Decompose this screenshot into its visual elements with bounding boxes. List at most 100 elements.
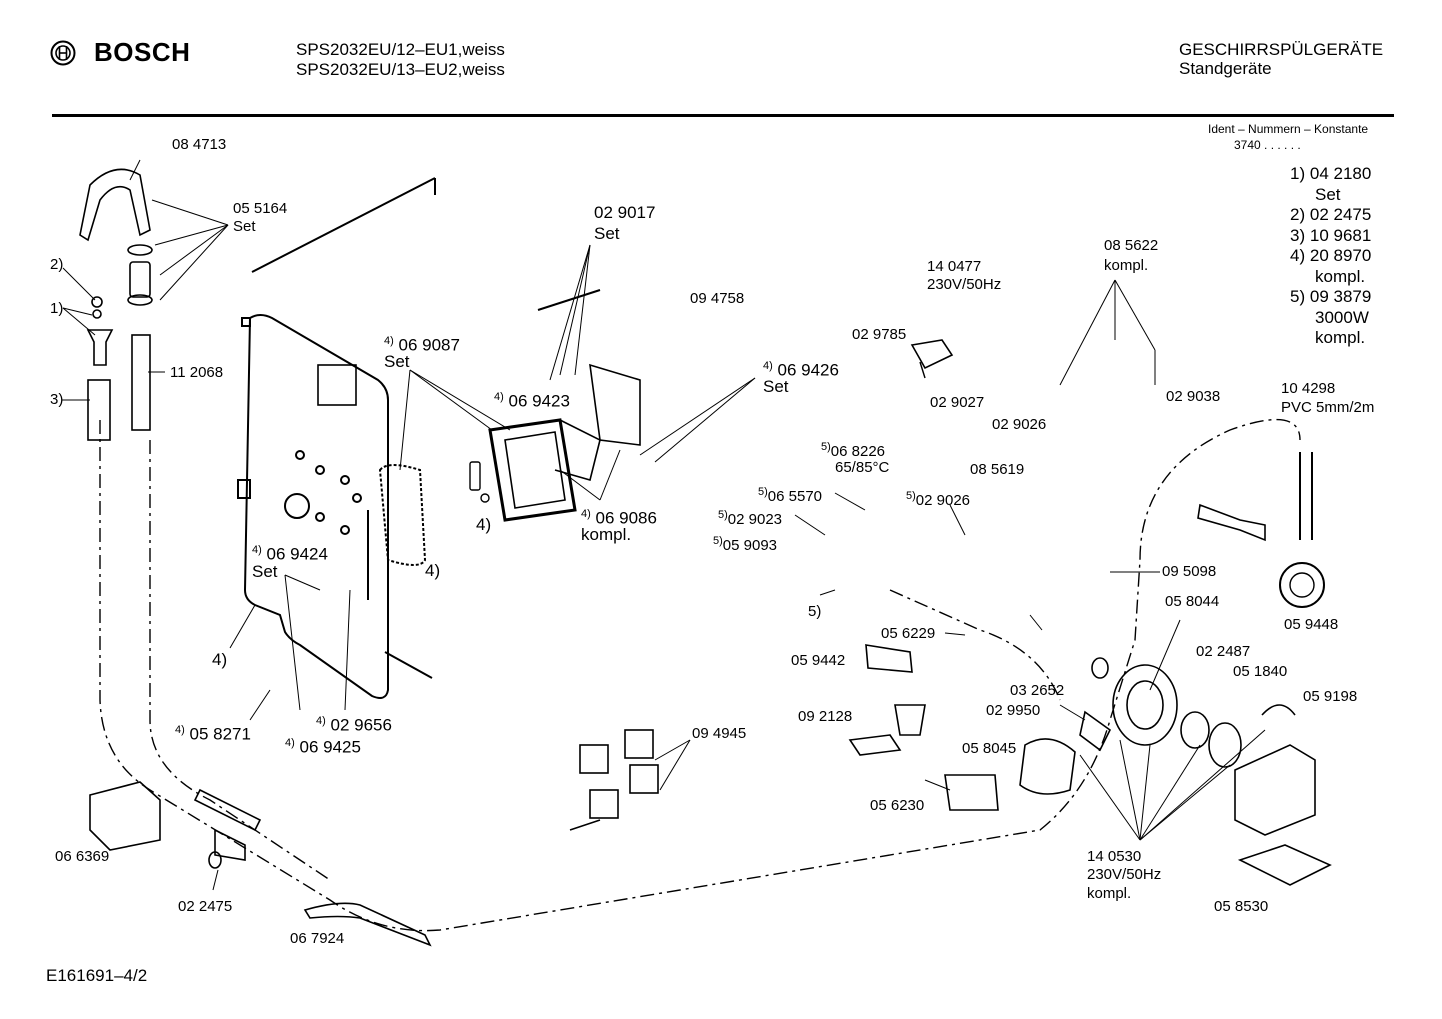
part-label-note: PVC 5mm/2m [1281, 399, 1375, 416]
part-label: 10 4298 [1281, 380, 1336, 397]
footnote-marker: 4) [476, 515, 492, 534]
part-label: 05 8045 [962, 740, 1017, 757]
legend-entry: 1) 04 2180 [1290, 164, 1372, 183]
part-label: 08 5619 [970, 461, 1025, 478]
brand-name: BOSCH [94, 37, 191, 67]
model-line-2: SPS2032EU/13–EU2,weiss [296, 60, 505, 79]
part-label: 02 9950 [986, 702, 1041, 719]
pump-housing [1019, 657, 1242, 795]
legend-entry: 4) 20 8970 [1290, 246, 1372, 265]
part-label: 05 6229 [881, 625, 936, 642]
footnote-marker: 1) [50, 300, 64, 317]
drawing-code: E161691–4/2 [46, 966, 148, 985]
part-label-note: Set [594, 224, 620, 243]
left-parts [79, 168, 153, 441]
part-label: 4) 06 9423 [494, 391, 570, 411]
motor [1234, 704, 1332, 886]
part-label-note: kompl. [1087, 885, 1132, 902]
part-label: 5)06 5570 [758, 486, 823, 505]
subcategory-title: Standgeräte [1179, 59, 1272, 78]
footnote-marker: 2) [50, 256, 64, 273]
part-label: 5)02 9026 [906, 490, 971, 509]
part-label: 02 9017 [594, 203, 656, 222]
ident-value: 3740 . . . . . . [1234, 138, 1301, 152]
sump-route-line [889, 589, 1061, 701]
part-label: 08 5622 [1104, 237, 1159, 254]
part-label: 02 9026 [992, 416, 1047, 433]
part-label-note: Set [233, 218, 256, 235]
part-label-note: Set [252, 562, 278, 581]
part-label: 5)02 9023 [718, 509, 783, 528]
footnote-legend: 1) 04 2180 Set 2) 02 2475 3) 10 9681 4) … [1290, 164, 1371, 349]
ident-title: Ident – Nummern – Konstante [1208, 122, 1369, 136]
header-divider [52, 114, 1394, 117]
level-switch [1197, 452, 1325, 608]
part-label: 02 2487 [1196, 643, 1251, 660]
part-label: 5)05 9093 [713, 535, 778, 554]
part-label-note: 230V/50Hz [927, 276, 1002, 293]
part-label: 09 2128 [798, 708, 853, 725]
legend-entry-line: Set [1315, 184, 1341, 204]
bosch-logo: BOSCH [50, 37, 190, 68]
part-label: 03 2652 [1010, 682, 1065, 699]
part-label: 4) 06 9086 [581, 508, 657, 528]
seal-frame [469, 363, 641, 522]
part-label: 02 9785 [852, 326, 907, 343]
part-label: 09 4945 [692, 725, 747, 742]
part-label: 05 8044 [1165, 593, 1220, 610]
model-line-1: SPS2032EU/12–EU1,weiss [296, 40, 505, 59]
part-label: 06 6369 [55, 848, 110, 865]
part-label: 05 6230 [870, 797, 925, 814]
part-label: 05 9442 [791, 652, 846, 669]
category-title: GESCHIRRSPÜLGERÄTE [1179, 40, 1384, 59]
part-label: 4) 06 9087 [384, 335, 460, 355]
part-label: 05 5164 [233, 200, 288, 217]
part-label: 4) 06 9425 [285, 737, 361, 757]
drain-pump [848, 644, 999, 811]
inlet-valve [89, 781, 432, 947]
part-label-note: 230V/50Hz [1087, 866, 1162, 883]
part-label: 4) 05 8271 [175, 724, 251, 744]
legend-entry-line: kompl. [1315, 328, 1366, 347]
hose-route-line-2 [149, 440, 331, 881]
part-label: 05 9198 [1303, 688, 1358, 705]
footnote-marker: 4) [425, 561, 441, 580]
part-label: 11 2068 [170, 364, 224, 381]
part-label-note: kompl. [1104, 257, 1149, 274]
part-label: 08 4713 [172, 136, 227, 153]
part-label: 05 1840 [1233, 663, 1288, 680]
part-label: 14 0477 [927, 258, 982, 275]
part-label: 02 9038 [1166, 388, 1221, 405]
legend-entry-line: 3000W [1315, 307, 1369, 327]
part-label: 14 0530 [1087, 848, 1142, 865]
part-label: 09 4758 [690, 290, 745, 307]
part-label-note: Set [384, 352, 410, 371]
connectors [569, 729, 659, 831]
footnote-marker: 4) [212, 650, 228, 669]
tub-outline [251, 177, 601, 679]
pressure-switch-small [910, 339, 954, 379]
part-label: 4) 06 9426 [763, 360, 839, 380]
part-label: 4) 02 9656 [316, 715, 392, 735]
part-label: 06 7924 [290, 930, 345, 947]
leader-lines [62, 159, 1266, 891]
part-label: 02 9027 [930, 394, 985, 411]
bosch-armature-icon [50, 40, 76, 65]
legend-entry: 5) 09 3879 [1290, 287, 1372, 306]
part-label: 02 2475 [178, 898, 233, 915]
part-label-note: 65/85°C [835, 459, 890, 476]
footnote-marker: 5) [808, 603, 822, 620]
footnote-marker: 3) [50, 391, 64, 408]
part-label-note: kompl. [581, 525, 632, 544]
side-panel [237, 314, 427, 699]
part-label: 09 5098 [1162, 563, 1217, 580]
legend-entry-line: kompl. [1315, 266, 1366, 286]
part-label: 5)06 8226 [821, 441, 886, 460]
part-label: 4) 06 9424 [252, 544, 328, 564]
legend-entry: 3) 10 9681 [1290, 225, 1372, 245]
legend-entry: 2) 02 2475 [1290, 205, 1372, 224]
part-label-note: Set [763, 377, 789, 396]
part-label: 05 9448 [1284, 616, 1339, 633]
